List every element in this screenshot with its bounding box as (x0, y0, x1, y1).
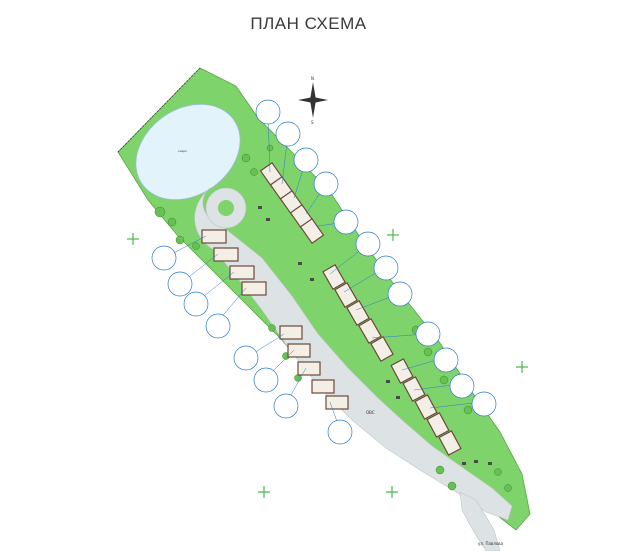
compass-rose-icon: N S (298, 76, 328, 125)
trees (154, 144, 512, 492)
street-label: ул. Павлова (478, 541, 504, 546)
lake-shape (135, 103, 241, 201)
lake-label: озеро (178, 149, 187, 153)
road-mark-label: ОВС (366, 410, 375, 415)
page-title: ПЛАН СХЕМА (250, 14, 367, 33)
houses-cluster-2 (201, 229, 267, 296)
callout-bubbles (151, 99, 497, 445)
houses-cluster-5 (390, 358, 462, 456)
houses-cluster-1 (259, 161, 325, 245)
roundabout-center (218, 200, 234, 216)
houses-cluster-4 (279, 325, 349, 410)
houses-cluster-3 (322, 264, 394, 362)
compass-south: S (311, 120, 314, 125)
compass-north: N (311, 76, 314, 81)
parking-markers (258, 206, 492, 465)
road-exit (459, 491, 501, 551)
survey-markers (127, 229, 528, 498)
